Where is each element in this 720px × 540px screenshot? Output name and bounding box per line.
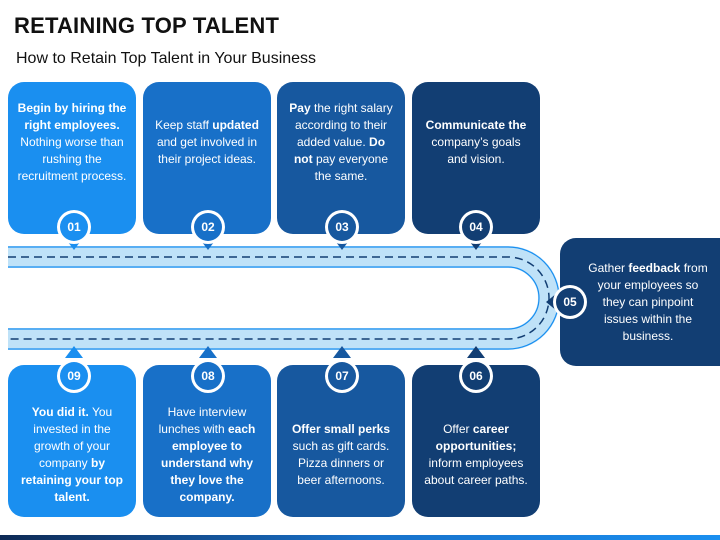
step-text-04: Communicate the company’s goals and visi… <box>425 117 527 166</box>
step-badge-03: 03 <box>325 210 359 244</box>
page-subtitle: How to Retain Top Talent in Your Busines… <box>16 50 317 67</box>
step-text-08: Have interview lunches with each employe… <box>158 405 256 504</box>
page-title: RETAINING TOP TALENT <box>14 13 280 38</box>
footer-bar <box>0 535 720 540</box>
step-card-03: Pay the right salary according to their … <box>277 82 405 234</box>
step-badge-08: 08 <box>191 359 225 393</box>
step-badge-07: 07 <box>325 359 359 393</box>
step-text-07: Offer small perks such as gift cards. Pi… <box>291 422 391 487</box>
step-badge-04: 04 <box>459 210 493 244</box>
step-badge-01: 01 <box>57 210 91 244</box>
step-card-09: You did it. You invested in the growth o… <box>8 365 136 517</box>
step-badge-06: 06 <box>459 359 493 393</box>
step-badge-05: 05 <box>553 285 587 319</box>
step-text-05: Gather feedback from your employees so t… <box>588 260 708 343</box>
step-text-06: Offer career opportunities; inform emplo… <box>424 422 528 487</box>
step-badge-09: 09 <box>57 359 91 393</box>
step-text-02: Keep staff updated and get involved in t… <box>155 117 259 166</box>
step-badge-02: 02 <box>191 210 225 244</box>
step-text-09: You did it. You invested in the growth o… <box>21 405 123 504</box>
step-card-04: Communicate the company’s goals and visi… <box>412 82 540 234</box>
step-text-03: Pay the right salary according to their … <box>289 100 393 183</box>
step-text-01: Begin by hiring the right employees. Not… <box>17 100 127 183</box>
step-card-01: Begin by hiring the right employees. Not… <box>8 82 136 234</box>
step-card-02: Keep staff updated and get involved in t… <box>143 82 271 234</box>
